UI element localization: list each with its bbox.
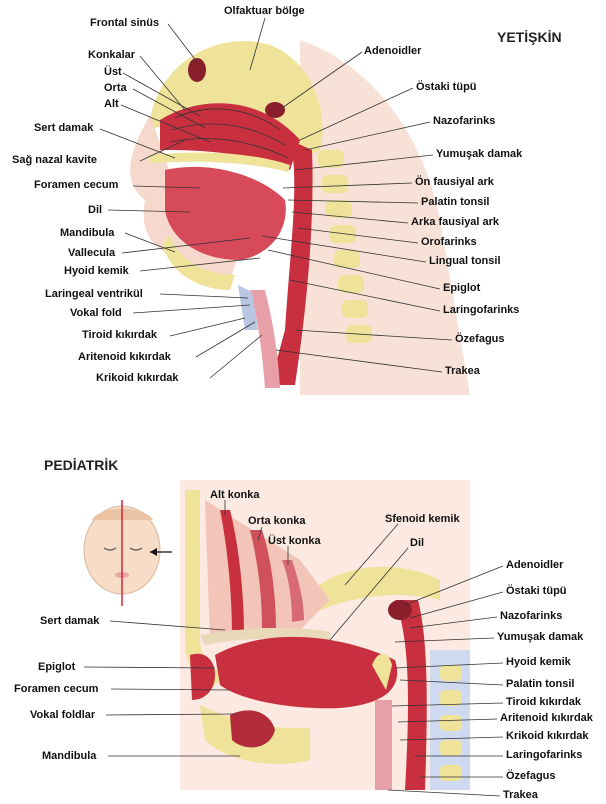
ped-label-superior-concha: Üst konka <box>268 534 321 547</box>
label-olfactory-region: Olfaktuar bölge <box>224 5 305 17</box>
label-cricoid-cartilage: Krikoid kıkırdak <box>96 372 179 384</box>
label-laryngeal-ventricle: Laringeal ventrikül <box>45 288 143 300</box>
ped-label-eustachian-tube: Östaki tüpü <box>506 584 567 597</box>
adult-trachea <box>250 290 280 388</box>
baby-face-icon <box>84 500 172 606</box>
ped-label-hyoid-bone: Hyoid kemik <box>506 656 572 668</box>
label-lingual-tonsil: Lingual tonsil <box>429 255 501 267</box>
label-epiglottis: Epiglot <box>443 282 481 294</box>
leader-laryngeal-ventricle <box>160 294 248 298</box>
ped-label-palatine-tonsil: Palatin tonsil <box>506 678 574 690</box>
ped-label-laryngopharynx: Laringofarinks <box>506 749 582 761</box>
label-foramen-cecum: Foramen cecum <box>34 179 119 191</box>
ped-label-nasopharynx: Nazofarinks <box>500 610 562 622</box>
label-palatine-tonsil: Palatin tonsil <box>421 196 489 208</box>
leader-thyroid-cartilage <box>170 318 245 336</box>
leader-vocal-fold <box>133 305 250 313</box>
adult-adenoid <box>265 102 285 118</box>
leader-frontal-sinus <box>168 24 197 62</box>
ped-label-middle-concha: Orta konka <box>248 515 306 527</box>
label-vocal-fold: Vokal fold <box>70 307 122 319</box>
ped-label-trachea: Trakea <box>503 789 539 801</box>
label-hard-palate: Sert damak <box>34 122 94 134</box>
ped-label-thyroid-cartilage: Tiroid kıkırdak <box>506 696 582 708</box>
label-trachea: Trakea <box>445 365 481 377</box>
label-arytenoid-cartilage: Aritenoid kıkırdak <box>78 351 172 363</box>
label-esophagus: Özefagus <box>455 332 505 345</box>
label-soft-palate: Yumuşak damak <box>436 148 523 160</box>
ped-label-epiglottis: Epiglot <box>38 661 76 673</box>
label-conchae: Konkalar <box>88 49 136 61</box>
ped-label-hard-palate: Sert damak <box>40 615 100 627</box>
ped-adenoid <box>388 600 412 620</box>
ped-label-adenoids: Adenoidler <box>506 559 564 571</box>
pediatric-illustration <box>180 480 470 790</box>
ped-label-tongue: Dil <box>410 537 424 549</box>
label-mandible: Mandibula <box>60 227 115 239</box>
label-anterior-faucial-arch: Ön fausiyal ark <box>415 175 495 188</box>
ped-label-foramen-cecum: Foramen cecum <box>14 683 99 695</box>
label-thyroid-cartilage: Tiroid kıkırdak <box>82 329 158 341</box>
label-vallecula: Vallecula <box>68 247 116 259</box>
label-middle: Orta <box>104 82 128 94</box>
label-upper: Üst <box>104 65 122 78</box>
ped-label-arytenoid-cartilage: Aritenoid kıkırdak <box>500 712 594 724</box>
ped-label-sphenoid-bone: Sfenoid kemik <box>385 513 460 525</box>
ped-label-soft-palate: Yumuşak damak <box>497 631 584 643</box>
leader-ped-trachea <box>388 790 500 796</box>
leader-cricoid-cartilage <box>210 335 262 378</box>
label-hyoid-bone: Hyoid kemik <box>64 265 130 277</box>
label-eustachian-tube: Östaki tüpü <box>416 80 477 93</box>
label-tongue: Dil <box>88 204 102 216</box>
label-posterior-faucial-arch: Arka fausiyal ark <box>411 216 500 228</box>
label-right-nasal-cavity: Sağ nazal kavite <box>12 154 97 166</box>
label-nasopharynx: Nazofarinks <box>433 115 495 127</box>
ped-label-mandible: Mandibula <box>42 750 97 762</box>
ped-label-cricoid-cartilage: Krikoid kıkırdak <box>506 730 589 742</box>
pediatric-title: PEDİATRİK <box>44 457 118 473</box>
adult-title: YETİŞKİN <box>497 29 562 45</box>
ped-trachea <box>375 700 392 790</box>
label-adenoids: Adenoidler <box>364 45 422 57</box>
label-lower: Alt <box>104 98 119 110</box>
ped-label-vocal-folds: Vokal foldlar <box>30 709 96 721</box>
label-oropharynx: Orofarinks <box>421 236 477 248</box>
label-laryngopharynx: Laringofarinks <box>443 304 519 316</box>
ped-label-inferior-concha: Alt konka <box>210 489 260 501</box>
ped-label-esophagus: Özefagus <box>506 769 556 782</box>
label-frontal-sinus: Frontal sinüs <box>90 17 159 29</box>
